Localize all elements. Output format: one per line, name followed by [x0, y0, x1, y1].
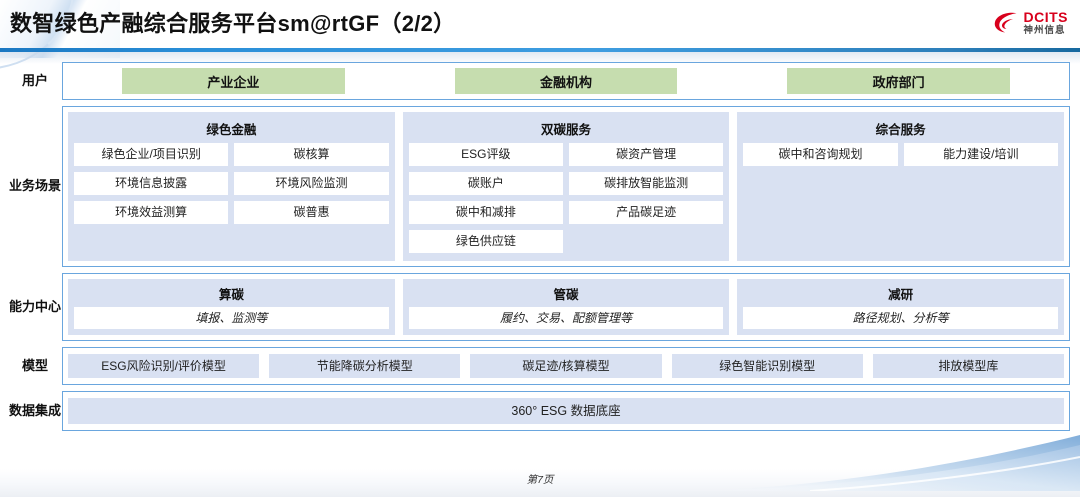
model-item[interactable]: 碳足迹/核算模型: [470, 354, 662, 378]
capability-group-desc[interactable]: 路径规划、分析等: [743, 307, 1059, 329]
scenario-item[interactable]: 碳普惠: [234, 201, 389, 224]
scenario-item[interactable]: 环境效益测算: [74, 201, 229, 224]
dcits-swoosh-icon: [993, 11, 1019, 35]
capability-group-title: 算碳: [218, 288, 244, 302]
brand-name-en: DCITS: [1023, 9, 1068, 26]
scenario-item[interactable]: 碳资产管理: [569, 143, 724, 166]
model-item[interactable]: 节能降碳分析模型: [269, 354, 461, 378]
user-item-government[interactable]: 政府部门: [787, 68, 1011, 94]
row-user: 用户 产业企业 金融机构 政府部门: [8, 62, 1070, 100]
scenario-item[interactable]: 绿色供应链: [408, 230, 563, 253]
row-label-business-scenario: 业务场景: [8, 178, 61, 194]
scenario-item[interactable]: 产品碳足迹: [569, 201, 724, 224]
scenario-item[interactable]: 碳中和减排: [408, 201, 563, 224]
scenario-item[interactable]: 碳中和咨询规划: [743, 143, 898, 166]
user-cell: 产业企业: [67, 68, 400, 94]
architecture-matrix: 用户 产业企业 金融机构 政府部门 业务场景 绿色金融 绿色企业/项目识别 碳核…: [8, 62, 1070, 431]
row-body-data-integration: 360° ESG 数据底座: [62, 391, 1070, 431]
page-title: 数智绿色产融综合服务平台sm@rtGF（2/2）: [10, 11, 456, 36]
user-cell: 金融机构: [400, 68, 733, 94]
capability-group-desc[interactable]: 履约、交易、配额管理等: [408, 307, 724, 329]
scenario-item-list: 碳中和咨询规划 能力建设/培训: [743, 143, 1058, 166]
row-label-data-integration: 数据集成: [8, 402, 61, 418]
scenario-item[interactable]: 能力建设/培训: [903, 143, 1058, 166]
row-capability-center: 能力中心 算碳 填报、监测等 管碳 履约、交易、配额管理等 减研 路径规划、分析…: [8, 273, 1070, 341]
scenario-item[interactable]: ESG评级: [408, 143, 563, 166]
row-model: 模型 ESG风险识别/评价模型 节能降碳分析模型 碳足迹/核算模型 绿色智能识别…: [8, 347, 1070, 385]
model-item[interactable]: 绿色智能识别模型: [671, 354, 863, 378]
scenario-item[interactable]: 碳排放智能监测: [569, 172, 724, 195]
scenario-group-title: 综合服务: [875, 123, 926, 137]
scenario-group-comprehensive: 综合服务 碳中和咨询规划 能力建设/培训: [737, 112, 1065, 261]
user-cell: 政府部门: [732, 68, 1065, 94]
scenario-group-dual-carbon: 双碳服务 ESG评级 碳资产管理 碳账户 碳排放智能监测 碳中和减排 产品碳足迹…: [402, 112, 730, 261]
row-label-model: 模型: [21, 357, 48, 373]
scenario-group-title: 双碳服务: [541, 123, 592, 137]
data-foundation-bar[interactable]: 360° ESG 数据底座: [68, 398, 1064, 424]
scenario-item[interactable]: 绿色企业/项目识别: [74, 143, 229, 166]
row-body-capability-center: 算碳 填报、监测等 管碳 履约、交易、配额管理等 减研 路径规划、分析等: [62, 273, 1070, 341]
row-business-scenario: 业务场景 绿色金融 绿色企业/项目识别 碳核算 环境信息披露 环境风险监测 环境…: [8, 106, 1070, 267]
title-divider-shadow: [0, 52, 1080, 64]
row-label-user: 用户: [21, 72, 48, 88]
row-label-capability-center: 能力中心: [8, 298, 61, 314]
user-item-financial[interactable]: 金融机构: [454, 68, 678, 94]
model-item[interactable]: 排放模型库: [872, 354, 1065, 378]
title-divider-rule: [0, 48, 1080, 52]
capability-group-reduce-research: 减研 路径规划、分析等: [737, 279, 1065, 335]
scenario-item[interactable]: 环境风险监测: [234, 172, 389, 195]
capability-group-desc[interactable]: 填报、监测等: [74, 307, 389, 329]
scenario-group-green-finance: 绿色金融 绿色企业/项目识别 碳核算 环境信息披露 环境风险监测 环境效益测算 …: [68, 112, 395, 261]
capability-group-calc-carbon: 算碳 填报、监测等: [68, 279, 395, 335]
scenario-item[interactable]: 碳核算: [234, 143, 389, 166]
scenario-group-title: 绿色金融: [206, 123, 257, 137]
page-number-footer: 第7页: [526, 474, 554, 486]
user-item-industry[interactable]: 产业企业: [121, 68, 345, 94]
scenario-item[interactable]: 碳账户: [408, 172, 563, 195]
brand-name-cn: 神州信息: [1023, 25, 1066, 37]
scenario-item-list: ESG评级 碳资产管理 碳账户 碳排放智能监测 碳中和减排 产品碳足迹 绿色供应…: [408, 143, 724, 253]
scenario-item-list: 绿色企业/项目识别 碳核算 环境信息披露 环境风险监测 环境效益测算 碳普惠: [74, 143, 389, 224]
brand-logo: DCITS 神州信息: [993, 6, 1069, 40]
capability-group-title: 减研: [888, 288, 914, 302]
model-item[interactable]: ESG风险识别/评价模型: [68, 354, 260, 378]
row-data-integration: 数据集成 360° ESG 数据底座: [8, 391, 1070, 431]
capability-group-manage-carbon: 管碳 履约、交易、配额管理等: [402, 279, 730, 335]
row-body-user: 产业企业 金融机构 政府部门: [62, 62, 1070, 100]
row-body-model: ESG风险识别/评价模型 节能降碳分析模型 碳足迹/核算模型 绿色智能识别模型 …: [62, 347, 1070, 385]
row-body-business-scenario: 绿色金融 绿色企业/项目识别 碳核算 环境信息披露 环境风险监测 环境效益测算 …: [62, 106, 1070, 267]
scenario-item[interactable]: 环境信息披露: [74, 172, 229, 195]
capability-group-title: 管碳: [553, 288, 579, 302]
